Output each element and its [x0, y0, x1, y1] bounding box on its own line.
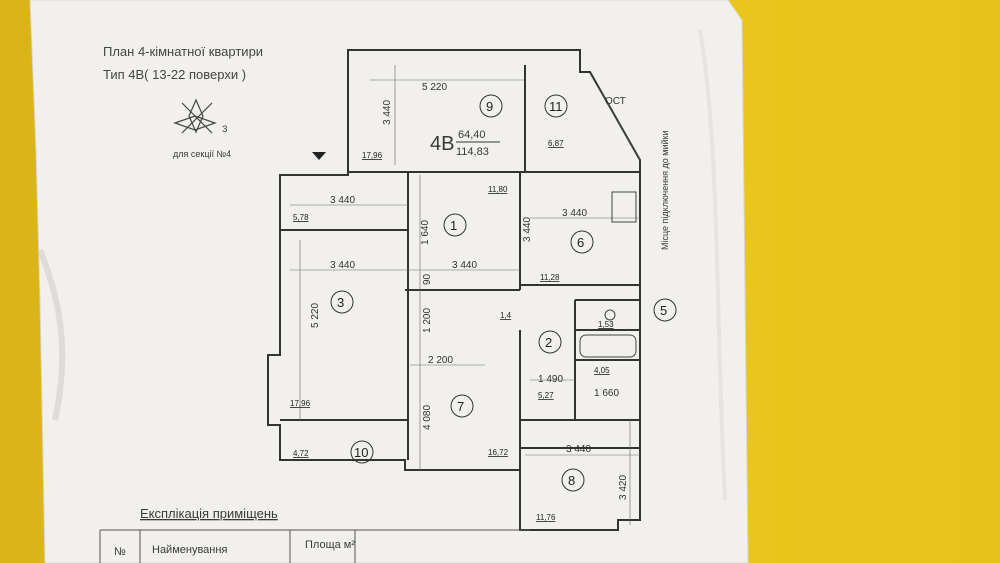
room-area: 17,96 — [362, 151, 383, 160]
room-number: 9 — [486, 99, 493, 114]
plan-subtitle: Тип 4В( 13-22 поверхи ) — [103, 67, 246, 82]
room-area: 11,80 — [488, 185, 508, 194]
dimension-label: 1 660 — [594, 388, 619, 399]
room-area: 4,05 — [594, 366, 610, 375]
room-number: 3 — [337, 295, 344, 310]
dimension-label: 3 440 — [382, 100, 393, 125]
room-5-marker: 5 — [653, 298, 677, 322]
room-number: 5 — [660, 303, 667, 318]
living-area: 64,40 — [458, 129, 486, 141]
ost-label: ОСТ — [605, 96, 626, 107]
dimension-label: 5 220 — [422, 82, 447, 93]
room-area: 17,96 — [290, 399, 311, 408]
plan-title: План 4-кімнатної квартири — [103, 44, 263, 59]
stove-icon — [611, 191, 637, 223]
room-number: 8 — [568, 473, 575, 488]
table-header-number: № — [114, 546, 126, 558]
paper — [29, 0, 749, 563]
section-label: для секції №4 — [173, 149, 231, 159]
plan-walls — [267, 49, 641, 531]
room-8-marker: 8 — [561, 468, 585, 492]
room-1-marker: 1 — [443, 213, 467, 237]
dimension-label: 3 440 — [452, 260, 477, 271]
apartment-type: 4В — [430, 133, 454, 155]
room-11-marker: 11 — [544, 94, 568, 118]
explication-title: Експлікація приміщень — [140, 506, 278, 521]
room-6-marker: 6 — [570, 230, 594, 254]
room-area: 6,87 — [548, 139, 564, 148]
dimension-label: 2 200 — [428, 355, 453, 366]
room-3-marker: 3 — [330, 290, 354, 314]
compass-direction: З — [222, 124, 227, 134]
explication-table — [99, 529, 530, 563]
sink-connection-note: Місце підключення до мийки — [660, 131, 670, 251]
room-area: 1,53 — [598, 320, 614, 329]
dimension-label: 3 440 — [330, 260, 355, 271]
dimension-label: 3 440 — [522, 217, 533, 242]
compass-icon — [173, 98, 217, 134]
dimension-label: 3 440 — [566, 444, 591, 455]
room-area: 1,4 — [500, 311, 512, 320]
table-header-area: Площа м² — [305, 539, 355, 551]
room-7-marker: 7 — [450, 394, 474, 418]
total-area: 114,83 — [456, 146, 489, 158]
table-header-name: Найменування — [152, 544, 227, 556]
room-number: 2 — [545, 335, 552, 350]
room-area: 4,72 — [293, 449, 309, 458]
dimension-label: 3 440 — [562, 208, 587, 219]
room-number: 1 — [450, 218, 457, 233]
room-9-marker: 9 — [479, 94, 503, 118]
room-area: 11,76 — [536, 513, 556, 522]
room-number: 10 — [354, 445, 368, 460]
toilet-icon — [604, 309, 616, 321]
room-number: 11 — [549, 99, 563, 114]
dimension-label: 5 220 — [310, 303, 321, 328]
dimension-label: 1 640 — [420, 220, 431, 245]
entrance-marker-icon — [312, 152, 326, 160]
room-area: 5,27 — [538, 391, 554, 400]
dimension-label: 3 440 — [330, 195, 355, 206]
dimension-label: 90 — [422, 273, 433, 285]
room-number: 6 — [577, 235, 584, 250]
room-number: 7 — [457, 399, 464, 414]
dimension-label: 4 080 — [422, 405, 433, 430]
room-area: 11,28 — [540, 273, 560, 282]
room-10-marker: 10 — [350, 440, 374, 464]
room-area: 16,72 — [488, 448, 509, 457]
dimension-label: 3 420 — [618, 475, 629, 500]
dimension-label: 1 490 — [538, 374, 563, 385]
dimension-label: 1 200 — [422, 308, 433, 333]
room-area: 5,78 — [293, 213, 309, 222]
room-markers: 1 2 3 5 6 7 8 9 10 11 — [330, 94, 677, 492]
room-2-marker: 2 — [538, 330, 562, 354]
bathtub-icon — [579, 334, 637, 358]
